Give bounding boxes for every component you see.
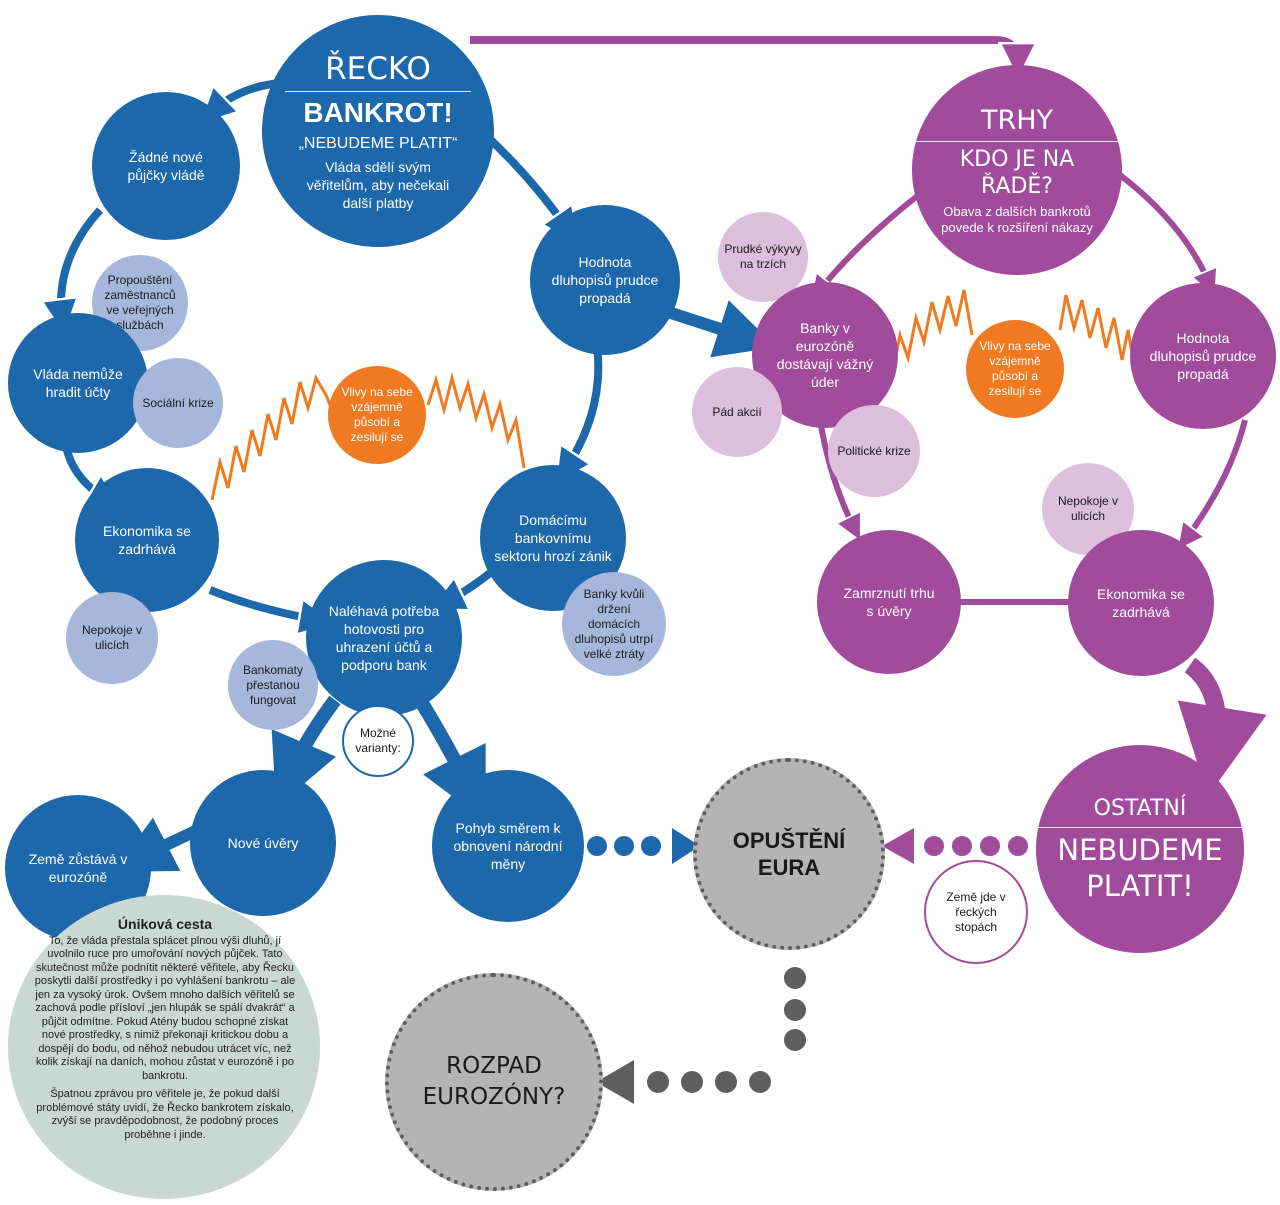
new-currency-node: Pohyb směrem k obnovení národní měny [432,770,584,922]
arrow-bonds-to-economy [1185,419,1248,540]
arrow-cash-to-newcurrency [414,696,486,822]
stays-in-euro-label: Země zůstává v eurozóně [28,851,128,885]
greece-divider [285,90,471,92]
feedback-right-node: Vlivy na sebe vzájemně působí a zesilují… [966,320,1064,418]
political-crisis-label: Politické krize [837,443,911,458]
bonds-right-label: Hodnota dluhopisů prudce propadá [1149,330,1257,382]
markets-title: KDO JE NA ŘADĚ? [959,146,1075,199]
arrow-bonds-to-banks [565,344,603,470]
cant-pay-node: Vláda nemůže hradit účty [8,313,148,453]
zigzag-left [210,374,334,501]
eurozone-breakup-node: ROZPAD EUROZÓNY? [385,973,603,1191]
political-crisis-node: Politické krize [828,405,920,497]
bonds-left-label: Hodnota dluhopisů prudce propadá [551,254,659,306]
economy-right-label: Ekonomika se zadrhává [1097,586,1185,620]
others-label: OSTATNÍ [1093,795,1187,821]
market-swings-label: Prudké výkyvy na trzích [724,242,802,271]
markets-divider [912,140,1122,142]
arrow-greece-to-markets [470,36,1018,62]
greece-bankrupt-node: ŘECKO BANKROT! „NEBUDEME PLATIT“ Vláda s… [262,15,494,247]
arrow-markets-to-banks [818,187,927,292]
domestic-banks-label: Domácímu bankovnímu sektoru hrozí zánik [494,512,612,564]
social-crisis-node: Sociální krize [133,358,223,448]
zigzag-left-2 [426,372,526,469]
markets-node: TRHY KDO JE NA ŘADĚ? Obava z dalších ban… [912,65,1122,275]
greece-label: ŘECKO [325,50,431,87]
others-title: NEBUDEME PLATIT! [1057,832,1223,903]
markets-text: Obava z dalších bankrotů povede k rozšíř… [941,203,1093,235]
follow-greece-label: Země jde v řeckých stopách [946,889,1006,934]
zigzag-right [891,289,974,371]
exit-euro-node: OPUŠTĚNÍ EURA [693,758,885,950]
cash-need-label: Naléhavá potřeba hotovosti pro uhrazení … [328,603,440,673]
new-loans-node: Nové úvěry [190,770,336,916]
variants-node: Možné varianty: [342,705,414,777]
feedback-left-label: Vlivy na sebe vzájemně působí a zesilují… [341,385,413,444]
arrow-banks-to-freeze [817,419,855,530]
arrow-economy-to-cash [208,586,318,620]
economy-left-label: Ekonomika se zadrhává [103,523,191,557]
greece-subtitle: „NEBUDEME PLATIT“ [298,134,458,152]
escape-route-text: Úniková cesta To, že vláda přestala splá… [30,916,300,1147]
markets-label: TRHY [980,104,1054,136]
arrow-economy-to-others [1177,657,1267,797]
greece-title: BANKROT! [303,96,453,128]
new-loans-label: Nové úvěry [227,835,299,851]
cant-pay-label: Vláda nemůže hradit účty [33,366,123,400]
exit-euro-label: OPUŠTĚNÍ EURA [732,828,846,880]
riots-left-label: Nepokoje v ulicích [81,623,143,652]
dots-exit-to-breakup [596,967,806,1104]
bonds-right-node: Hodnota dluhopisů prudce propadá [1130,283,1276,429]
no-loans-label: Žádné nové půjčky vládě [127,149,205,183]
layoffs-label: Propouštění zaměstnanců ve veřejných slu… [104,273,176,332]
credit-freeze-node: Zamrznutí trhu s úvěry [817,530,961,674]
feedback-right-label: Vlivy na sebe vzájemně působí a zesilují… [979,339,1051,398]
zigzag-right-2 [1058,294,1136,366]
riots-left-node: Nepokoje v ulicích [66,592,158,684]
bank-losses-label: Banky kvůli držení domácích dluhopisů ut… [574,586,654,661]
eurozone-breakup-label: ROZPAD EUROZÓNY? [422,1053,566,1110]
greece-text: Vláda sdělí svým věřitelům, aby nečekali… [306,158,450,211]
domestic-banks-node: Domácímu bankovnímu sektoru hrozí zánik [480,465,626,611]
arrow-noloans-to-cantpay [61,207,103,318]
escape-route-paragraph-2: Špatnou zprávou pro věřitele je, že poku… [36,1088,294,1141]
arrow-cash-to-newloans [271,695,341,808]
stock-fall-node: Pád akcií [692,367,782,457]
riots-right-label: Nepokoje v ulicích [1057,494,1119,523]
escape-route-paragraph-1: To, že vláda přestala splácet plnou výši… [34,934,296,1082]
escape-route-circle [8,895,320,1199]
arrow-bonds-to-marketbanks [666,300,777,358]
stock-fall-label: Pád akcií [712,404,762,419]
no-loans-node: Žádné nové půjčky vládě [92,92,240,240]
escape-route-title: Úniková cesta [117,916,213,932]
arrow-greece-to-bonds [477,127,568,230]
dots-others-to-exit [882,828,1028,864]
market-swings-node: Prudké výkyvy na trzích [718,212,808,302]
dots-currency-to-exit [587,828,700,864]
others-divider [1036,826,1244,828]
social-crisis-label: Sociální krize [142,395,214,410]
bank-losses-node: Banky kvůli držení domácích dluhopisů ut… [562,572,666,676]
new-currency-label: Pohyb směrem k obnovení národní měny [453,820,563,872]
feedback-left-node: Vlivy na sebe vzájemně působí a zesilují… [328,366,426,464]
eurozone-banks-label: Banky v eurozóně dostávají vážný úder [776,320,874,390]
cash-need-node: Naléhavá potřeba hotovosti pro uhrazení … [306,560,462,716]
economy-right-node: Ekonomika se zadrhává [1068,530,1214,676]
bonds-left-node: Hodnota dluhopisů prudce propadá [530,205,680,355]
variants-label: Možné varianty: [355,726,401,755]
arrow-markets-to-bonds [1118,172,1210,285]
others-node: OSTATNÍ NEBUDEME PLATIT! [1036,745,1244,953]
credit-freeze-label: Zamrznutí trhu s úvěry [843,585,935,619]
atms-label: Bankomaty přestanou fungovat [242,662,304,707]
atms-node: Bankomaty přestanou fungovat [228,640,318,730]
economy-left-node: Ekonomika se zadrhává [75,468,219,612]
follow-greece-node: Země jde v řeckých stopách [924,860,1028,964]
